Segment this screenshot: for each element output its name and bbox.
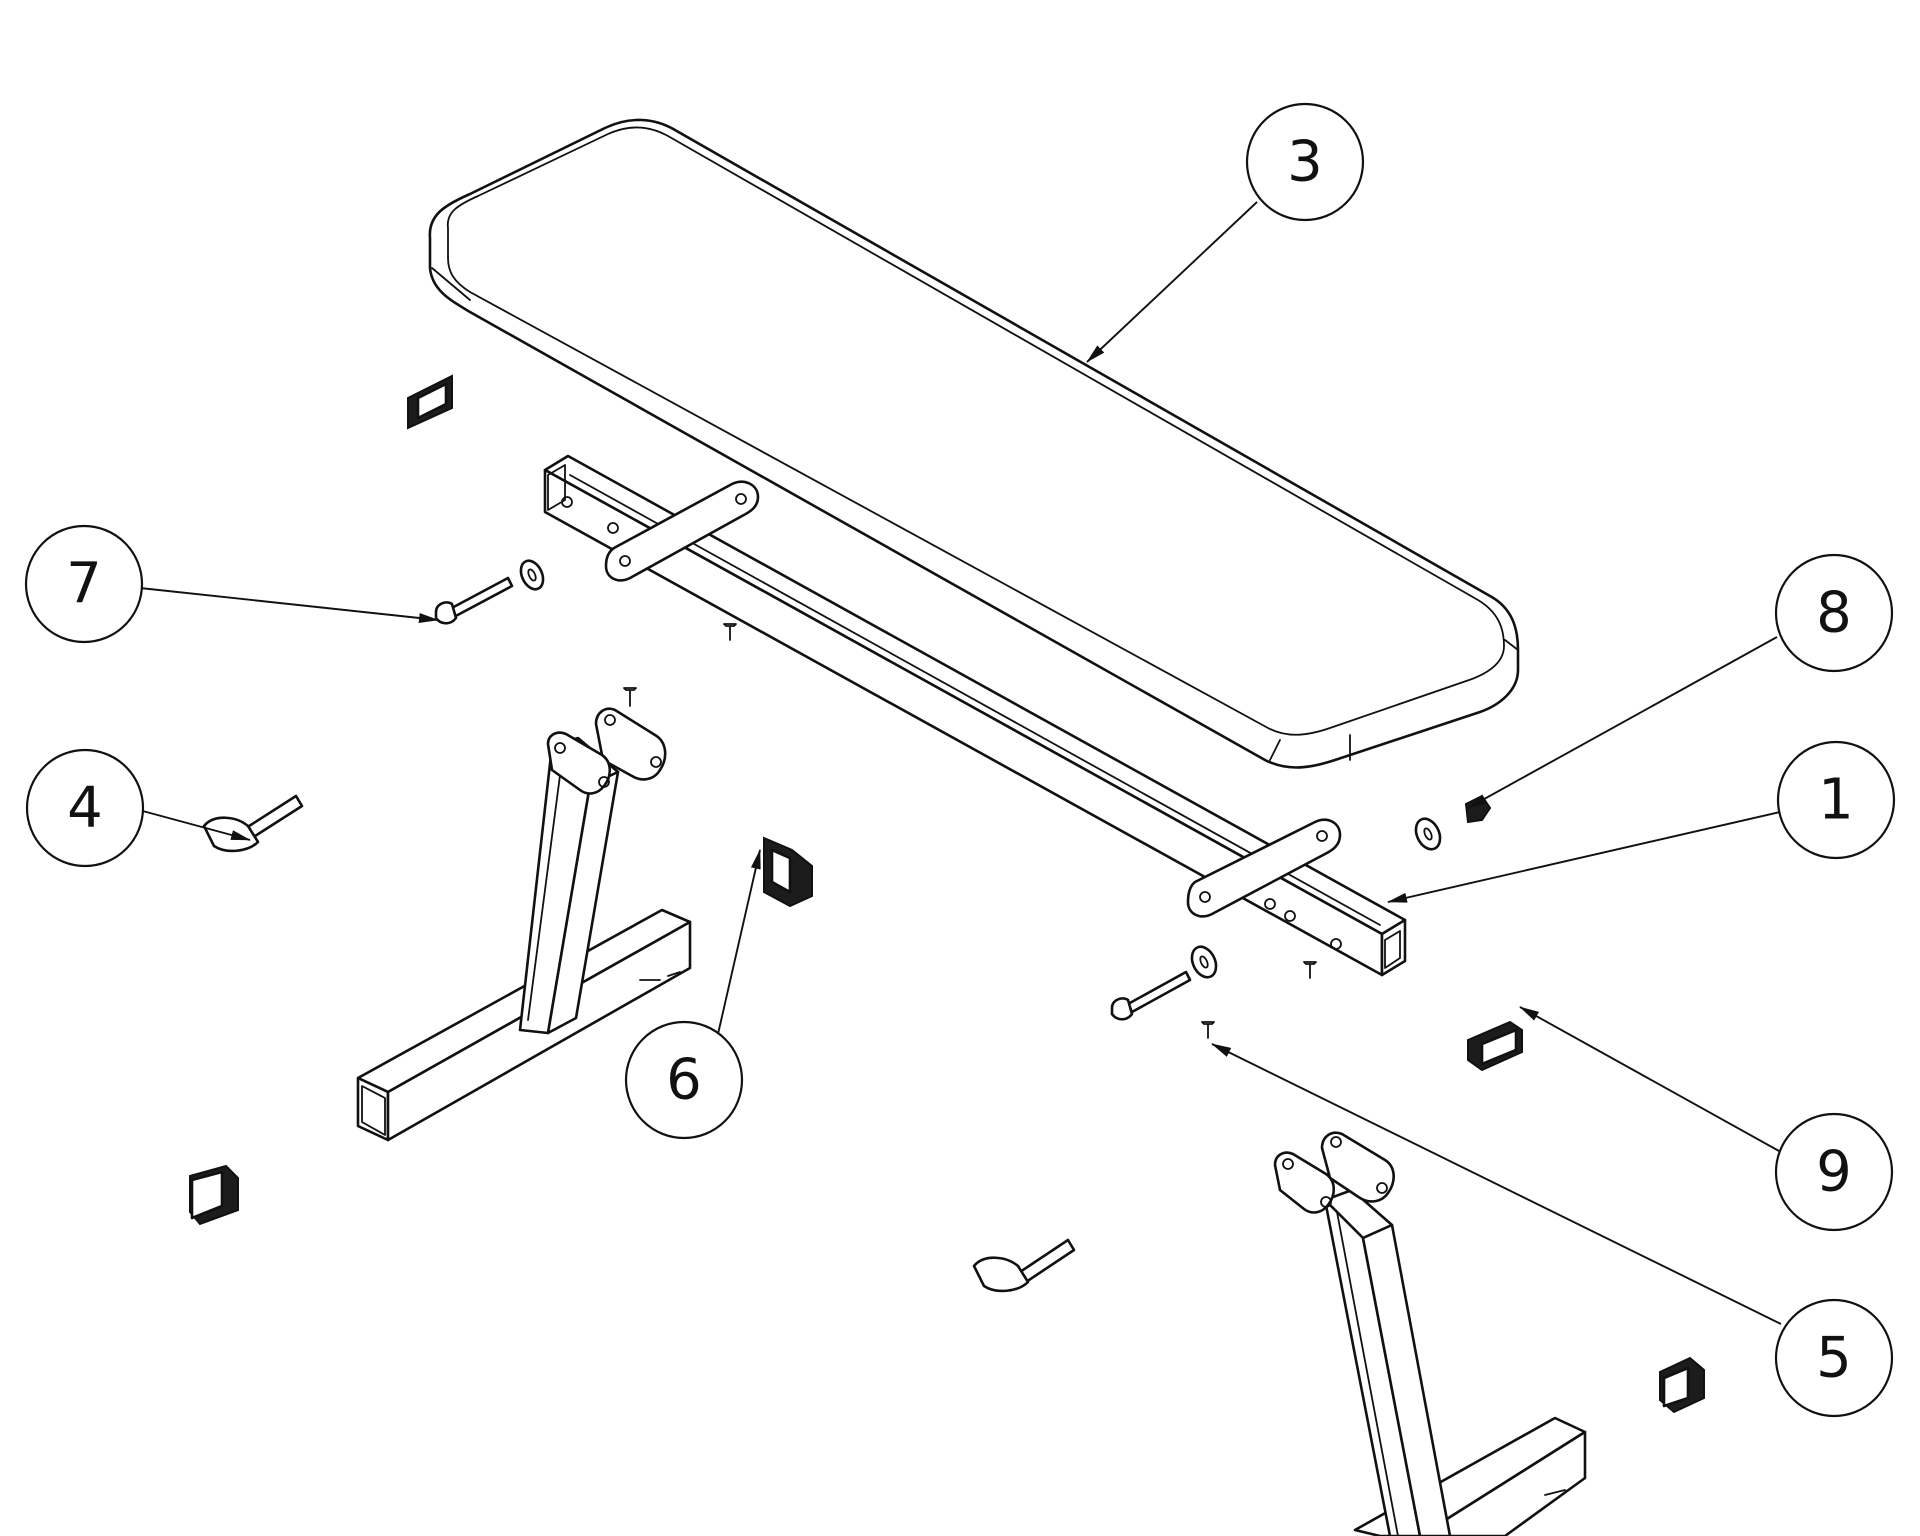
callout-label: 6 xyxy=(666,1048,702,1113)
end-cap-upper-left xyxy=(407,374,453,430)
callout-5: 5 xyxy=(1774,1298,1894,1418)
callout-label: 9 xyxy=(1816,1140,1852,1205)
washer-right-upper xyxy=(1414,817,1442,851)
front-leg xyxy=(356,707,692,1142)
bolt-left xyxy=(434,576,514,625)
seat-pad xyxy=(428,118,1520,769)
callout-label: 8 xyxy=(1816,581,1852,646)
knob-left xyxy=(202,794,304,853)
callout-label: 1 xyxy=(1818,768,1854,833)
pin-middle xyxy=(623,687,637,707)
mounting-plate-front xyxy=(604,480,760,582)
callout-label: 4 xyxy=(67,776,103,841)
washer-right-lower xyxy=(1190,945,1218,979)
end-cap-lower-left xyxy=(189,1164,239,1226)
pin-lower xyxy=(1303,961,1317,979)
main-rail xyxy=(543,454,1407,977)
lock-nut xyxy=(1464,794,1492,824)
callout-7: 7 xyxy=(24,524,144,644)
end-cap-lower-right xyxy=(1659,1356,1705,1414)
mounting-plate-rear xyxy=(1186,818,1342,918)
bolt-right xyxy=(1110,970,1192,1021)
end-cap-right xyxy=(1467,1020,1523,1072)
callout-4: 4 xyxy=(25,748,145,868)
callout-label: 7 xyxy=(66,552,102,617)
end-cap-middle xyxy=(763,836,813,908)
rear-leg xyxy=(1273,1131,1587,1536)
callout-9: 9 xyxy=(1774,1112,1894,1232)
callout-label: 3 xyxy=(1287,130,1323,195)
callout-6: 6 xyxy=(624,1020,744,1140)
leader-lines xyxy=(138,201,1782,1325)
callout-label: 5 xyxy=(1816,1326,1852,1391)
callout-1: 1 xyxy=(1776,740,1896,860)
pin-lower-2 xyxy=(1201,1021,1215,1039)
washer-left xyxy=(519,559,545,591)
knob-right xyxy=(972,1238,1076,1293)
callout-3: 3 xyxy=(1245,102,1365,222)
pin-upper xyxy=(723,623,737,641)
callout-8: 8 xyxy=(1774,553,1894,673)
